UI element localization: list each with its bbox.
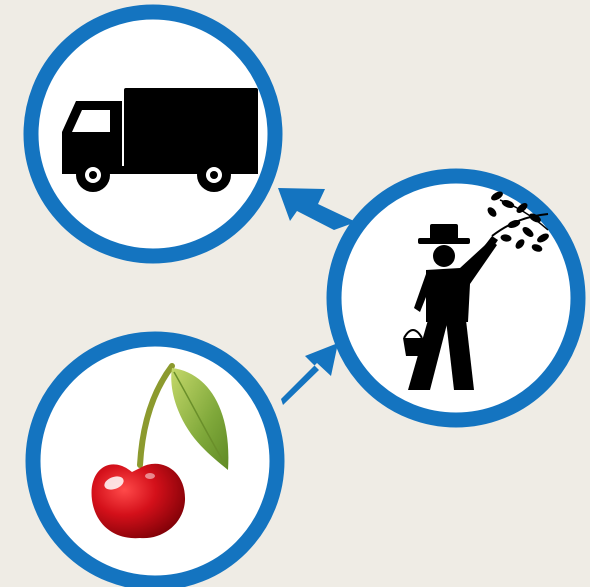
node-truck: [31, 12, 275, 256]
node-picker: [334, 176, 578, 420]
node-cherry: [33, 339, 277, 583]
arrow-cherry-to-picker: [281, 343, 338, 405]
cherry-ring: [33, 339, 277, 583]
arrow-picker-to-truck: [278, 188, 356, 230]
